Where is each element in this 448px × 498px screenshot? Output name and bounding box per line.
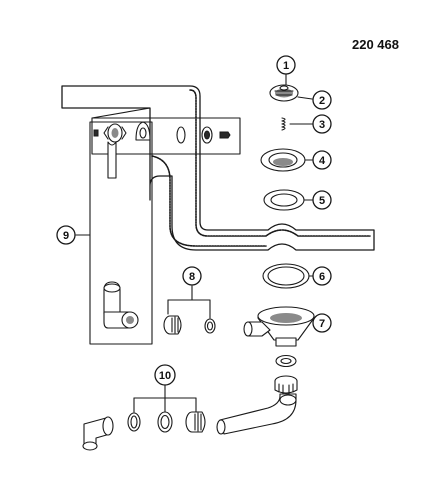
callout-4: 4 [312,150,332,170]
strainer-basket [269,73,299,102]
sink-countertop [61,85,375,251]
control-knob-icon [201,126,213,144]
screw-icon [219,131,231,139]
callout-8: 8 [182,266,202,286]
waste-valve-knob-icon [103,123,127,143]
svg-text:6: 6 [319,271,325,283]
svg-text:10: 10 [159,370,171,382]
spring-icon [281,117,286,131]
reference-number: 220 468 [352,37,399,52]
callout-5: 5 [312,190,332,210]
svg-text:7: 7 [319,318,325,330]
overflow-assembly-box [89,121,153,345]
callout-7: 7 [312,313,332,333]
washer [275,354,297,368]
svg-text:2: 2 [319,95,325,107]
group-10-parts [82,383,206,451]
svg-text:1: 1 [283,60,289,72]
gasket-ring [263,189,305,211]
drain-flange [260,148,306,172]
overflow-cover-icon [135,121,151,141]
nut [274,375,298,395]
callout-10: 10 [154,364,176,386]
svg-text:3: 3 [319,119,325,131]
drain-body [243,306,315,347]
svg-text:5: 5 [319,195,325,207]
svg-text:8: 8 [189,271,195,283]
button-icon [93,129,99,137]
callout-9: 9 [56,225,76,245]
j-tube [216,393,297,435]
seal-ring [262,263,310,289]
callout-2: 2 [312,90,332,110]
callout-1: 1 [276,55,296,75]
svg-text:4: 4 [319,155,326,167]
tap-fittings [93,121,231,144]
group-8-parts [163,285,216,335]
svg-text:9: 9 [63,230,69,242]
callout-3: 3 [312,114,332,134]
tap-hole-icon [176,126,186,144]
callout-6: 6 [312,266,332,286]
